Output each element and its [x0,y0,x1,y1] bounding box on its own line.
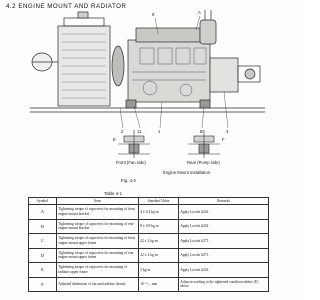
row-remarks: Adjust according to the tightened condit… [178,276,269,292]
row-symbol: F [28,276,57,292]
rear-mount-detail [188,130,220,158]
engine-block [127,39,211,103]
header-remarks: Remarks [178,197,269,205]
table-header-row: Symbol Item Standard Value Remarks [28,197,269,205]
row-symbol: B [28,218,57,234]
row-symbol: E [28,262,57,278]
row-item: Tightening torque of capscrews for mount… [56,262,139,278]
row-symbol: C [28,233,57,249]
row-standard: 4 ± 0.4 kg·m [138,204,179,220]
row-item: Tightening torque of capscrews for mount… [56,204,139,220]
engine-radiator-drawing [30,10,265,158]
callout-4: 4 [226,129,229,134]
table-row: A Tightening torque of capscrews for mou… [28,204,269,220]
row-remarks: Apply Loctite #242. [178,218,269,234]
row-item: Tightening torque of capscrews for mount… [56,218,139,234]
table-row: E Tightening torque of capscrews for mou… [28,262,269,278]
front-mount-detail [118,130,150,158]
row-standard: 8 ± 0.8 kg·m [138,218,179,234]
row-symbol: A [28,204,57,220]
table-row: F Adjusted dimension of fan and radiator… [28,276,269,292]
callout-11: 11 [137,129,142,134]
row-remarks: Apply Loctite #242. [178,262,269,278]
header-standard: Standard Value [138,197,179,205]
spec-table: Symbol Item Standard Value Remarks A Tig… [28,197,269,292]
row-standard: 22 ± 2 kg·m [138,247,179,263]
row-symbol: D [28,247,57,263]
header-symbol: Symbol [28,197,57,205]
callout-2: 2 [121,129,124,134]
fan [111,45,125,87]
table-row: D Tightening torque of capscrews for mou… [28,247,269,263]
row-standard: 16 ⁺³₋₀ mm [138,276,179,292]
row-remarks: Apply Loctite #271. [178,247,269,263]
callout-e: E [113,137,116,142]
rear-caption: Rear (Pump side) [187,160,220,165]
callout-1: 1 [158,129,161,134]
installation-caption: Engine Mount Installation [163,170,211,175]
callout-9: 9 [152,12,155,17]
callout-b: B [200,129,203,134]
row-item: Adjusted dimension of fan and radiator s… [56,276,139,292]
manual-page: 4.2 ENGINE MOUNT AND RADIATOR [6,3,269,292]
header-item: Item [56,197,139,205]
section-title: 4.2 ENGINE MOUNT AND RADIATOR [6,3,127,10]
row-item: Tightening torque of capscrews for mount… [56,233,139,249]
row-item: Tightening torque of capscrews for mount… [56,247,139,263]
callout-f: F [222,137,225,142]
row-remarks: Apply Loctite #271. [178,233,269,249]
pump [209,57,239,93]
row-remarks: Apply Loctite #242. [178,204,269,220]
figure-label: Fig. 4-2 [121,178,136,183]
table-row: B Tightening torque of capscrews for mou… [28,218,269,234]
table-row: C Tightening torque of capscrews for mou… [28,233,269,249]
callout-a: A [198,10,201,15]
row-standard: 22 ± 2 kg·m [138,233,179,249]
table-label: Table 4-1 [104,191,123,196]
row-standard: 5 kg·m [138,262,179,278]
front-caption: Front (Fan side) [116,160,146,165]
